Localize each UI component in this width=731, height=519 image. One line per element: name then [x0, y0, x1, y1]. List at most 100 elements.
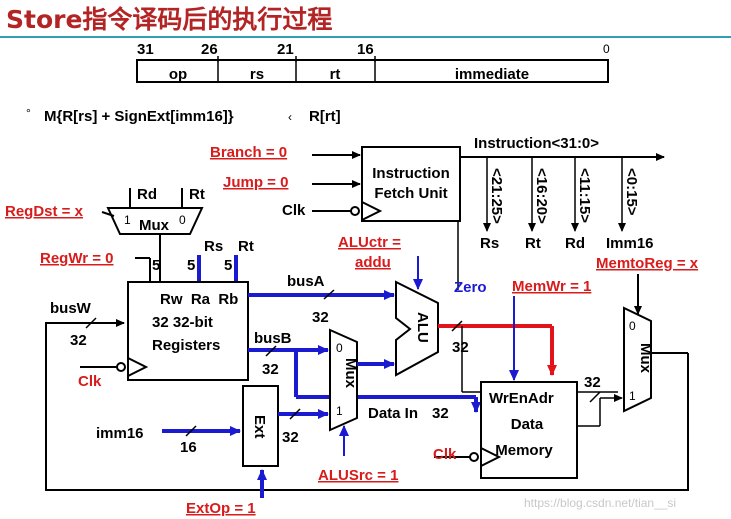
ifu-label-2: Fetch Unit: [374, 185, 447, 202]
ext-out-width: 32: [282, 429, 299, 446]
instruction-bus-label: Instruction<31:0>: [474, 135, 599, 152]
instruction-fetch-unit: Instruction Fetch Unit Clk: [282, 146, 461, 222]
regfile-clock-bubble: [116, 362, 126, 372]
memory-width-tick: [589, 391, 601, 403]
extop-control-label: ExtOp = 1: [186, 500, 256, 517]
data-in-width: 32: [432, 405, 449, 422]
alu-result-width: 32: [452, 339, 469, 356]
field-range-rs: <21:25>: [488, 168, 505, 224]
alu-zero-label: Zero: [454, 279, 487, 296]
ifu-box: [361, 146, 461, 222]
memtoreg-mux-body: [623, 306, 652, 413]
regfile-width-ra: 5: [187, 257, 195, 274]
regdst-mux-body: [106, 207, 204, 235]
regfile-size: 32 32-bit: [152, 314, 213, 331]
regdst-mux: Rd Rt 1 0 Mux: [106, 186, 205, 282]
alu: ALU Zero 32: [395, 256, 618, 393]
memory-box: [480, 381, 578, 479]
imm16-label: imm16: [96, 425, 144, 442]
rtl-arrow: ‹: [288, 110, 292, 124]
bit-0-label: 0: [603, 42, 610, 56]
rtl-description: ° M{R[rs] + SignExt[imm16]} ‹ R[rt]: [26, 106, 341, 125]
page-title: Store指令译码后的执行过程: [6, 5, 333, 34]
alusrc-mux-name: Mux: [342, 358, 359, 389]
busb-width: 32: [262, 361, 279, 378]
regfile-name: Registers: [152, 337, 220, 354]
ifu-clock-bubble: [350, 206, 360, 216]
memtoreg-mux-1: 1: [629, 389, 636, 403]
regfile-clock-triangle: [127, 357, 149, 377]
field-rs: rs: [250, 66, 264, 83]
busb-width-tick: [265, 345, 277, 357]
data-memory: WrEnAdr Data Memory Clk 32: [433, 374, 623, 479]
rtl-bullet: °: [26, 106, 31, 120]
regfile-clk-label: Clk: [78, 373, 102, 390]
regfile-rt-label: Rt: [238, 238, 254, 255]
branch-control-label: Branch = 0: [210, 144, 287, 161]
regdst-mux-name: Mux: [139, 217, 170, 234]
alusrc-mux-1: 1: [336, 404, 343, 418]
data-in-label: Data In: [368, 405, 418, 422]
busw-label: busW: [50, 300, 92, 317]
busw-feedback-wire: [45, 319, 689, 491]
field-immediate: immediate: [455, 66, 529, 83]
busa-width-tick: [323, 289, 335, 300]
memtoreg-mux-name: Mux: [637, 343, 654, 374]
field-range-rd: <11:15>: [576, 168, 593, 223]
field-range-rt: <16:20>: [533, 168, 550, 224]
regdst-mux-1: 1: [124, 213, 131, 227]
alusrc-mux: 0 1 Mux: [329, 328, 395, 456]
regdst-mux-rt-label: Rt: [189, 186, 205, 203]
title-rule: [0, 36, 731, 38]
regfile-box: [127, 281, 249, 381]
field-range-imm: <0:15>: [623, 168, 640, 216]
memory-clk-label: Clk: [433, 446, 457, 463]
regdst-control-label: RegDst = x: [5, 203, 84, 220]
ext-box: [242, 385, 279, 467]
rtl-destination: R[rt]: [309, 108, 341, 125]
regdst-mux-rd-label: Rd: [137, 186, 157, 203]
memory-ports: WrEnAdr: [489, 390, 554, 407]
memory-clock-triangle: [480, 447, 502, 467]
regdst-ctrl-wire: [101, 211, 115, 217]
memory-out-width: 32: [584, 374, 601, 391]
register-file: Rs Rt 5 5 5 Rw Ra Rb 32 32-bit Registers…: [78, 238, 254, 390]
field-rt: rt: [330, 66, 341, 83]
alu-name: ALU: [414, 312, 431, 343]
regwr-control-label: RegWr = 0: [40, 250, 114, 267]
memory-clock-bubble: [469, 452, 479, 462]
regfile-width-rw: 5: [152, 257, 160, 274]
field-name-rt: Rt: [525, 235, 541, 252]
bit-21-label: 21: [277, 41, 294, 58]
alusrc-mux-0: 0: [336, 341, 343, 355]
field-name-imm16: Imm16: [606, 235, 654, 252]
alu-width-tick: [451, 320, 463, 332]
busw-width: 32: [70, 332, 87, 349]
memwr-control-label: MemWr = 1: [512, 278, 591, 295]
field-name-rd: Rd: [565, 235, 585, 252]
busb-label: busB: [254, 330, 292, 347]
alusrc-mux-body: [329, 328, 358, 432]
memory-name-2: Memory: [495, 442, 553, 459]
instruction-field-taps: <21:25> <16:20> <11:15> <0:15> Rs Rt Rd …: [480, 157, 654, 252]
format-box: [136, 59, 609, 83]
aluctr-control-label: ALUctr =: [338, 234, 401, 251]
regfile-rs-label: Rs: [204, 238, 223, 255]
field-name-rs: Rs: [480, 235, 499, 252]
extender: imm16 16 Ext 32: [96, 385, 329, 498]
memory-name-1: Data: [511, 416, 544, 433]
ifu-label-1: Instruction: [372, 165, 450, 182]
field-op: op: [169, 66, 187, 83]
rtl-expression: M{R[rs] + SignExt[imm16]}: [44, 108, 234, 125]
busw-width-tick: [85, 317, 97, 329]
aluctr-control-value: addu: [355, 254, 391, 271]
memtoreg-mux: MemtoReg = x 0 1 Mux: [596, 255, 699, 413]
busa-label: busA: [287, 273, 325, 290]
memtoreg-mux-0: 0: [629, 319, 636, 333]
imm16-width: 16: [180, 439, 197, 456]
ext-width-tick: [289, 408, 301, 420]
alusrc-control-label: ALUSrc = 1: [318, 467, 398, 484]
imm16-width-tick: [185, 425, 197, 437]
jump-control-label: Jump = 0: [223, 174, 288, 191]
